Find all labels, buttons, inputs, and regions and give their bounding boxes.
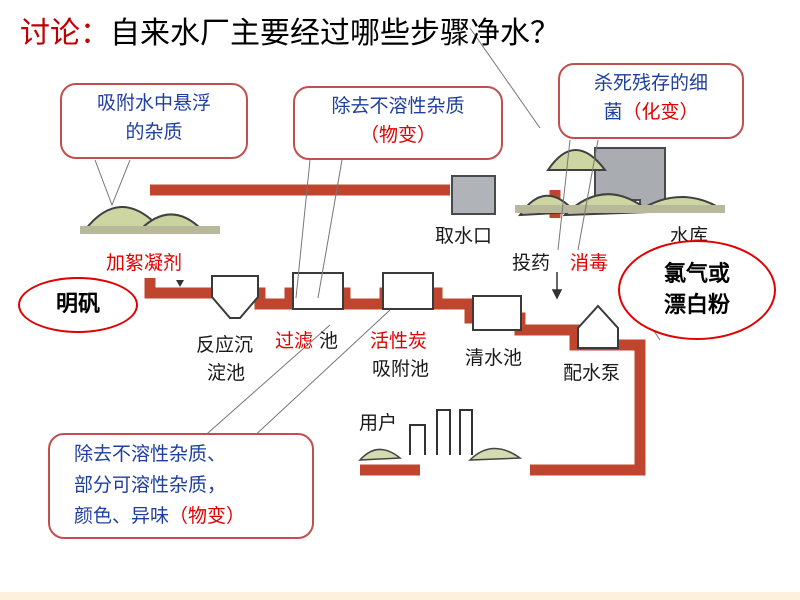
user-buildings	[409, 409, 473, 455]
alum-oval: 明矾	[18, 277, 138, 333]
callout-carbon-line2: 部分可溶性杂质，	[74, 474, 227, 496]
chlorine-line2: 漂白粉	[663, 293, 730, 318]
callout-carbon-line3b: （物变）	[169, 505, 246, 527]
callout-disinfect-line1: 杀死残存的细	[593, 72, 708, 94]
title-prefix: 讨论：	[20, 16, 110, 51]
callout-insoluble-line1: 除去不溶性杂质	[331, 95, 465, 117]
reservoir-ground	[515, 205, 725, 213]
label-filter-process: 过滤	[275, 330, 314, 352]
title-question: 自来水厂主要经过哪些步骤净水？	[110, 16, 560, 51]
label-reaction-line1: 反应沉	[196, 334, 254, 356]
label-intake: 取水口	[435, 225, 493, 247]
label-carbon-pool: 吸附池	[372, 358, 430, 380]
carbon-tank	[382, 272, 434, 310]
alum-label: 明矾	[55, 292, 100, 317]
label-user: 用户	[359, 412, 398, 434]
label-filter: 过滤 池	[275, 330, 338, 352]
label-clear-water: 清水池	[465, 347, 523, 369]
callout-insoluble: 除去不溶性杂质 （物变）	[293, 86, 503, 160]
chlorine-oval: 氯气或 漂白粉	[618, 240, 776, 340]
chlorine-line1: 氯气或	[663, 262, 730, 287]
callout-disinfect-line2a: 菌	[603, 101, 623, 123]
callout-disinfect: 杀死残存的细 菌（化变）	[558, 63, 744, 139]
label-coagulant: 加絮凝剂	[106, 252, 183, 274]
coagulant-arrow	[176, 280, 184, 287]
filter-tank	[292, 272, 344, 310]
callout-carbon: 除去不溶性杂质、 部分可溶性杂质， 颜色、异味（物变）	[48, 433, 314, 539]
pump-house	[577, 304, 619, 349]
callout-adsorb-line2: 的杂质	[125, 121, 183, 143]
reaction-tank	[211, 275, 259, 319]
label-carbon: 活性炭	[370, 330, 428, 352]
water-pipe	[144, 184, 646, 476]
label-reaction-line2: 淀池	[207, 362, 246, 384]
callout-adsorb: 吸附水中悬浮 的杂质	[60, 83, 248, 159]
label-pump: 配水泵	[563, 362, 621, 384]
hills-left	[80, 206, 220, 234]
label-filter-pool: 池	[313, 330, 339, 352]
callout-insoluble-line2: （物变）	[359, 124, 436, 146]
bottom-accent-bar	[0, 592, 800, 600]
callout-carbon-line3a: 颜色、异味	[74, 505, 170, 527]
callout-disinfect-line2b: （化变）	[622, 101, 699, 123]
page-title: 讨论：自来水厂主要经过哪些步骤净水？	[20, 8, 560, 52]
callout-adsorb-line1: 吸附水中悬浮	[96, 92, 211, 114]
clear-water-tank	[472, 295, 522, 331]
label-dosing: 投药	[512, 252, 551, 274]
user-shrubs	[358, 447, 523, 461]
callout-carbon-line1: 除去不溶性杂质、	[74, 443, 227, 465]
label-disinfect: 消毒	[570, 252, 609, 274]
dosing-arrow	[551, 272, 563, 300]
intake-building	[451, 175, 496, 215]
